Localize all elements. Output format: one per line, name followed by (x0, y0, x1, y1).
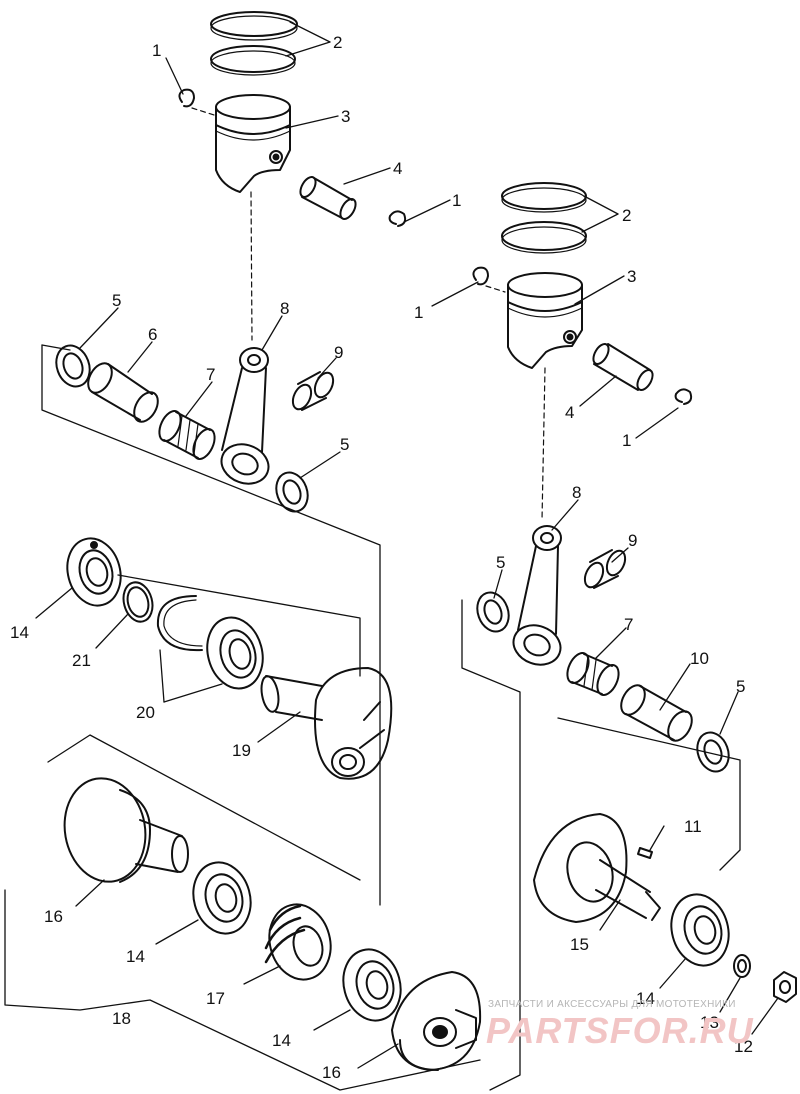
callout-16: 16 (322, 1063, 341, 1082)
callout-3: 3 (341, 107, 350, 126)
piston-ring-right (501, 182, 587, 254)
callout-18: 18 (112, 1009, 131, 1028)
nut-12 (773, 971, 797, 1003)
connecting-rod-right (512, 525, 562, 666)
callout-2: 2 (622, 206, 631, 225)
callout-10: 10 (690, 649, 709, 668)
wrist-pin-left (299, 176, 357, 220)
callout-19: 19 (232, 741, 251, 760)
crank-half-19 (260, 667, 393, 780)
ball-bearing-lower-2 (342, 948, 402, 1022)
wrist-pin-right (592, 343, 654, 391)
needle-bearing-left-lower (158, 410, 216, 460)
callout-15: 15 (570, 935, 589, 954)
callout-5: 5 (736, 677, 745, 696)
callout-1: 1 (452, 191, 461, 210)
crank-pin-left (87, 362, 159, 423)
callout-6: 6 (148, 325, 157, 344)
piston-right (507, 272, 583, 369)
callout-14: 14 (10, 623, 29, 642)
crank-pin-right (620, 684, 693, 742)
watermark-logo: PARTSFOR.RU (486, 1010, 754, 1051)
watermark-caption: ЗАПЧАСТИ И АКСЕССУАРЫ ДЛЯ МОТОТЕХНИКИ (488, 999, 736, 1010)
needle-bearing-right-lower (566, 652, 620, 696)
assembly-frame-left-rod (41, 344, 381, 906)
piston-left (215, 94, 291, 193)
needle-bearing-left-upper (291, 371, 335, 411)
thrust-washer-right-upper (476, 591, 510, 633)
ball-bearing-left-middle (206, 616, 264, 690)
leader-lines (35, 21, 779, 1069)
thrust-washer-right-lower (696, 731, 730, 773)
callout-8: 8 (572, 483, 581, 502)
callout-1: 1 (622, 431, 631, 450)
assembly-center-lines (191, 107, 546, 521)
connecting-rod-left (220, 347, 270, 485)
callout-5: 5 (496, 553, 505, 572)
callout-1: 1 (152, 41, 161, 60)
labyrinth-seal-17 (264, 903, 332, 981)
circlip-left (178, 88, 407, 227)
crank-half-15 (533, 813, 661, 923)
assembly-frame-left-crank (117, 574, 361, 677)
callout-17: 17 (206, 989, 225, 1008)
washer-13 (733, 954, 751, 978)
callout-14: 14 (636, 989, 655, 1008)
assembly-frame-lower (4, 734, 481, 1091)
callout-7: 7 (624, 615, 633, 634)
crank-half-16-left (63, 777, 189, 883)
circlip-right (472, 266, 693, 405)
callout-8: 8 (280, 299, 289, 318)
ball-bearing-lower-1 (192, 861, 252, 935)
callout-14: 14 (126, 947, 145, 966)
callout-4: 4 (565, 403, 574, 422)
callout-16: 16 (44, 907, 63, 926)
callout-2: 2 (333, 33, 342, 52)
callout-14: 14 (272, 1031, 291, 1050)
callout-12: 12 (734, 1037, 753, 1056)
snap-ring-21 (122, 581, 154, 623)
callout-9: 9 (334, 343, 343, 362)
needle-bearing-right-upper (583, 549, 627, 589)
thrust-washer-left-upper (55, 344, 91, 388)
callout-1: 1 (414, 303, 423, 322)
callout-9: 9 (628, 531, 637, 550)
crank-half-16-right (391, 971, 482, 1071)
callout-5: 5 (340, 435, 349, 454)
assembly-frame-right-rod (461, 599, 741, 1091)
callout-13: 13 (700, 1013, 719, 1032)
thrust-washer-left-lower (275, 471, 309, 513)
callout-labels: 1 2 3 4 1 2 3 1 4 1 5 6 8 9 7 5 8 9 5 7 … (10, 33, 753, 1082)
piston-ring-left (210, 11, 298, 76)
callout-20: 20 (136, 703, 155, 722)
ball-bearing-lower-right (670, 893, 730, 967)
callout-11: 11 (684, 817, 702, 836)
retaining-ring-20 (156, 595, 203, 652)
ball-bearing-left-top (66, 537, 122, 607)
callout-3: 3 (627, 267, 636, 286)
callout-21: 21 (72, 651, 91, 670)
woodruff-key-11 (637, 847, 653, 859)
callout-7: 7 (206, 365, 215, 384)
callout-5: 5 (112, 291, 121, 310)
callout-4: 4 (393, 159, 402, 178)
